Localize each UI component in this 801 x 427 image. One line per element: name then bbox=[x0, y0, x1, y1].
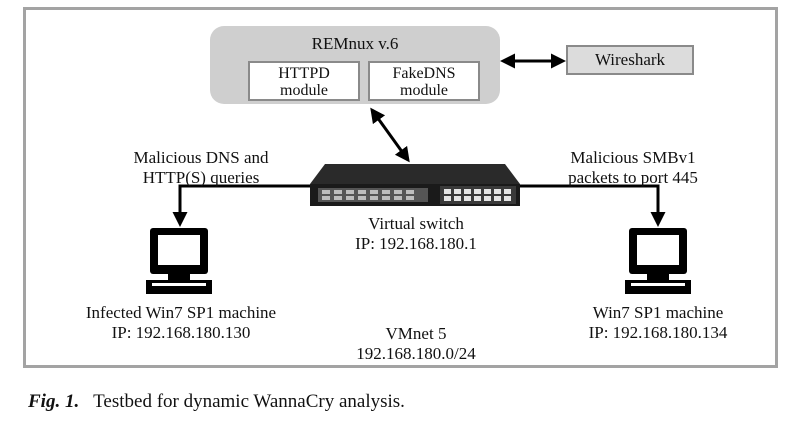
fakedns-module-line2: module bbox=[400, 82, 448, 99]
fakedns-module-box: FakeDNS module bbox=[368, 61, 480, 101]
fakedns-module-line1: FakeDNS bbox=[392, 65, 456, 82]
left-query-label: Malicious DNS and HTTP(S) queries bbox=[96, 148, 306, 188]
switch-line2: IP: 192.168.180.1 bbox=[355, 234, 477, 253]
remnux-title: REMnux v.6 bbox=[311, 34, 399, 53]
right-packets-line2: packets to port 445 bbox=[568, 168, 698, 187]
wireshark-box: Wireshark bbox=[566, 45, 694, 75]
network-line2: 192.168.180.0/24 bbox=[356, 344, 476, 363]
switch-label: Virtual switch IP: 192.168.180.1 bbox=[316, 214, 516, 254]
right-packets-label: Malicious SMBv1 packets to port 445 bbox=[528, 148, 738, 188]
httpd-module-line2: module bbox=[280, 82, 328, 99]
left-computer-icon bbox=[146, 228, 212, 294]
switch-device bbox=[310, 164, 520, 206]
left-query-line1: Malicious DNS and bbox=[133, 148, 269, 167]
left-machine-line2: IP: 192.168.180.130 bbox=[111, 323, 251, 342]
figure-caption: Fig. 1. Testbed for dynamic WannaCry ana… bbox=[28, 391, 405, 413]
right-computer-icon bbox=[625, 228, 691, 294]
network-line1: VMnet 5 bbox=[385, 324, 447, 343]
switch-line1: Virtual switch bbox=[368, 214, 464, 233]
right-packets-line1: Malicious SMBv1 bbox=[570, 148, 696, 167]
left-machine-line1: Infected Win7 SP1 machine bbox=[85, 303, 277, 322]
remnux-box: REMnux v.6 HTTPD module FakeDNS module bbox=[210, 26, 500, 104]
switch-right-machine-connector bbox=[515, 184, 666, 227]
left-query-line2: HTTP(S) queries bbox=[142, 168, 260, 187]
right-machine-label: Win7 SP1 machine IP: 192.168.180.134 bbox=[552, 303, 764, 343]
remnux-switch-arrow bbox=[370, 107, 410, 163]
httpd-module-box: HTTPD module bbox=[248, 61, 360, 101]
switch-left-machine-connector bbox=[172, 184, 318, 227]
left-machine-label: Infected Win7 SP1 machine IP: 192.168.18… bbox=[36, 303, 326, 343]
right-machine-line1: Win7 SP1 machine bbox=[592, 303, 724, 322]
caption-text: Testbed for dynamic WannaCry analysis. bbox=[93, 391, 405, 412]
network-label: VMnet 5 192.168.180.0/24 bbox=[326, 324, 506, 364]
caption-fig-number: Fig. 1. bbox=[28, 391, 80, 412]
right-machine-line2: IP: 192.168.180.134 bbox=[588, 323, 728, 342]
httpd-module-line1: HTTPD bbox=[278, 65, 330, 82]
